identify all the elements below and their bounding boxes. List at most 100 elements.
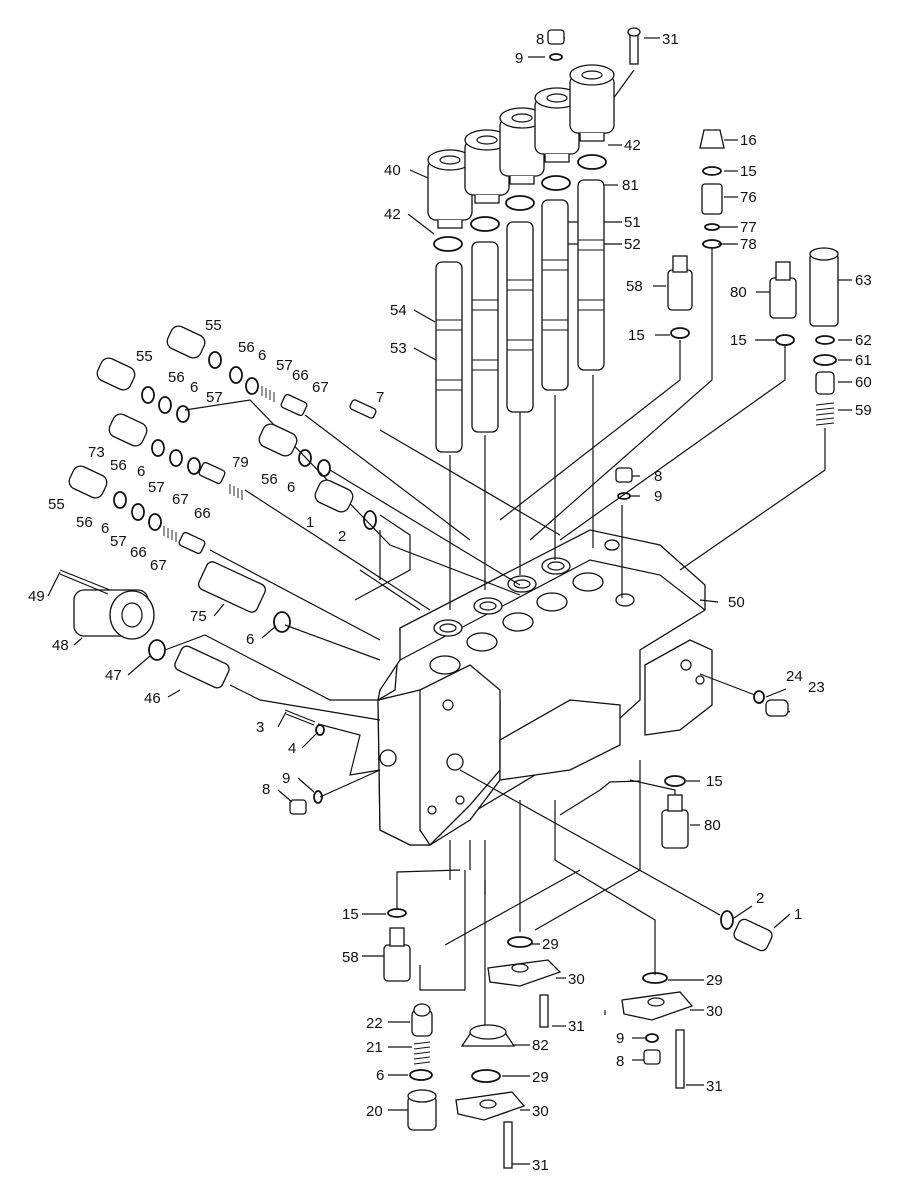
callout-73: 73 <box>88 444 105 461</box>
callout-75: 75 <box>190 608 207 625</box>
callout-8: 8 <box>616 1053 624 1070</box>
callout-49: 49 <box>28 588 45 605</box>
callout-50: 50 <box>728 594 745 611</box>
callout-6: 6 <box>101 520 109 537</box>
bottom-parts <box>383 908 694 1169</box>
right-side-parts <box>661 690 789 952</box>
callout-8: 8 <box>654 468 662 485</box>
right-column-parts <box>615 129 839 500</box>
spool-caps <box>427 27 641 229</box>
callout-21: 21 <box>366 1039 383 1056</box>
callout-8: 8 <box>536 31 544 48</box>
callout-1: 1 <box>794 906 802 923</box>
callout-67: 67 <box>312 379 329 396</box>
callout-30: 30 <box>568 971 585 988</box>
callout-76: 76 <box>740 189 757 206</box>
callout-66: 66 <box>292 367 309 384</box>
callout-15: 15 <box>706 773 723 790</box>
callout-4: 4 <box>288 740 296 757</box>
callout-67: 67 <box>150 557 167 574</box>
callout-30: 30 <box>706 1003 723 1020</box>
callout-82: 82 <box>532 1037 549 1054</box>
callout-20: 20 <box>366 1103 383 1120</box>
callout-2: 2 <box>338 528 346 545</box>
callout-54: 54 <box>390 302 407 319</box>
callout-67: 67 <box>172 491 189 508</box>
callout-15: 15 <box>628 327 645 344</box>
callout-55: 55 <box>205 317 222 334</box>
callout-40: 40 <box>384 162 401 179</box>
callout-9: 9 <box>654 488 662 505</box>
callout-16: 16 <box>740 132 757 149</box>
callout-6: 6 <box>137 463 145 480</box>
callout-9: 9 <box>282 770 290 787</box>
callout-42: 42 <box>384 206 401 223</box>
spools <box>435 179 605 453</box>
callout-58: 58 <box>342 949 359 966</box>
callout-56: 56 <box>110 457 127 474</box>
callout-59: 59 <box>855 402 872 419</box>
callout-8: 8 <box>262 781 270 798</box>
callout-66: 66 <box>194 505 211 522</box>
callout-80: 80 <box>730 284 747 301</box>
callout-57: 57 <box>276 357 293 374</box>
callout-51: 51 <box>624 214 641 231</box>
callout-56: 56 <box>168 369 185 386</box>
callout-55: 55 <box>48 496 65 513</box>
callout-47: 47 <box>105 667 122 684</box>
part-labels: 31 8 9 42 16 15 76 40 81 42 51 77 52 78 … <box>28 31 872 1174</box>
valve-body <box>377 529 713 847</box>
callout-79: 79 <box>232 454 249 471</box>
callout-58: 58 <box>626 278 643 295</box>
callout-56: 56 <box>261 471 278 488</box>
callout-56: 56 <box>238 339 255 356</box>
callout-9: 9 <box>616 1030 624 1047</box>
callout-29: 29 <box>532 1069 549 1086</box>
callout-57: 57 <box>148 479 165 496</box>
callout-53: 53 <box>390 340 407 357</box>
callout-3: 3 <box>256 719 264 736</box>
callout-9: 9 <box>515 50 523 67</box>
callout-57: 57 <box>110 533 127 550</box>
callout-78: 78 <box>740 236 757 253</box>
callout-7: 7 <box>376 389 384 406</box>
callout-66: 66 <box>130 544 147 561</box>
callout-6: 6 <box>258 347 266 364</box>
callout-30: 30 <box>532 1103 549 1120</box>
callout-6: 6 <box>246 631 254 648</box>
callout-31: 31 <box>706 1078 723 1095</box>
callout-42: 42 <box>624 137 641 154</box>
label-leaders <box>47 475 791 1165</box>
callout-6: 6 <box>376 1067 384 1084</box>
callout-55: 55 <box>136 348 153 365</box>
callout-29: 29 <box>706 972 723 989</box>
callout-15: 15 <box>740 163 757 180</box>
callout-1: 1 <box>306 514 314 531</box>
callout-2: 2 <box>756 890 764 907</box>
callout-77: 77 <box>740 219 757 236</box>
callout-23: 23 <box>808 679 825 696</box>
spool-o-rings <box>433 154 607 252</box>
callout-31: 31 <box>568 1018 585 1035</box>
callout-6: 6 <box>190 379 198 396</box>
callout-57: 57 <box>206 389 223 406</box>
callout-48: 48 <box>52 637 69 654</box>
callout-56: 56 <box>76 514 93 531</box>
body-top-bores <box>379 539 705 815</box>
callout-15: 15 <box>730 332 747 349</box>
callout-15: 15 <box>342 906 359 923</box>
callout-24: 24 <box>786 668 803 685</box>
callout-22: 22 <box>366 1015 383 1032</box>
callout-60: 60 <box>855 374 872 391</box>
callout-81: 81 <box>622 177 639 194</box>
left-side-parts <box>59 325 377 815</box>
callout-61: 61 <box>855 352 872 369</box>
callout-31: 31 <box>662 31 679 48</box>
callout-6: 6 <box>287 479 295 496</box>
callout-46: 46 <box>144 690 161 707</box>
callout-52: 52 <box>624 236 641 253</box>
callout-63: 63 <box>855 272 872 289</box>
callout-80: 80 <box>704 817 721 834</box>
callout-62: 62 <box>855 332 872 349</box>
